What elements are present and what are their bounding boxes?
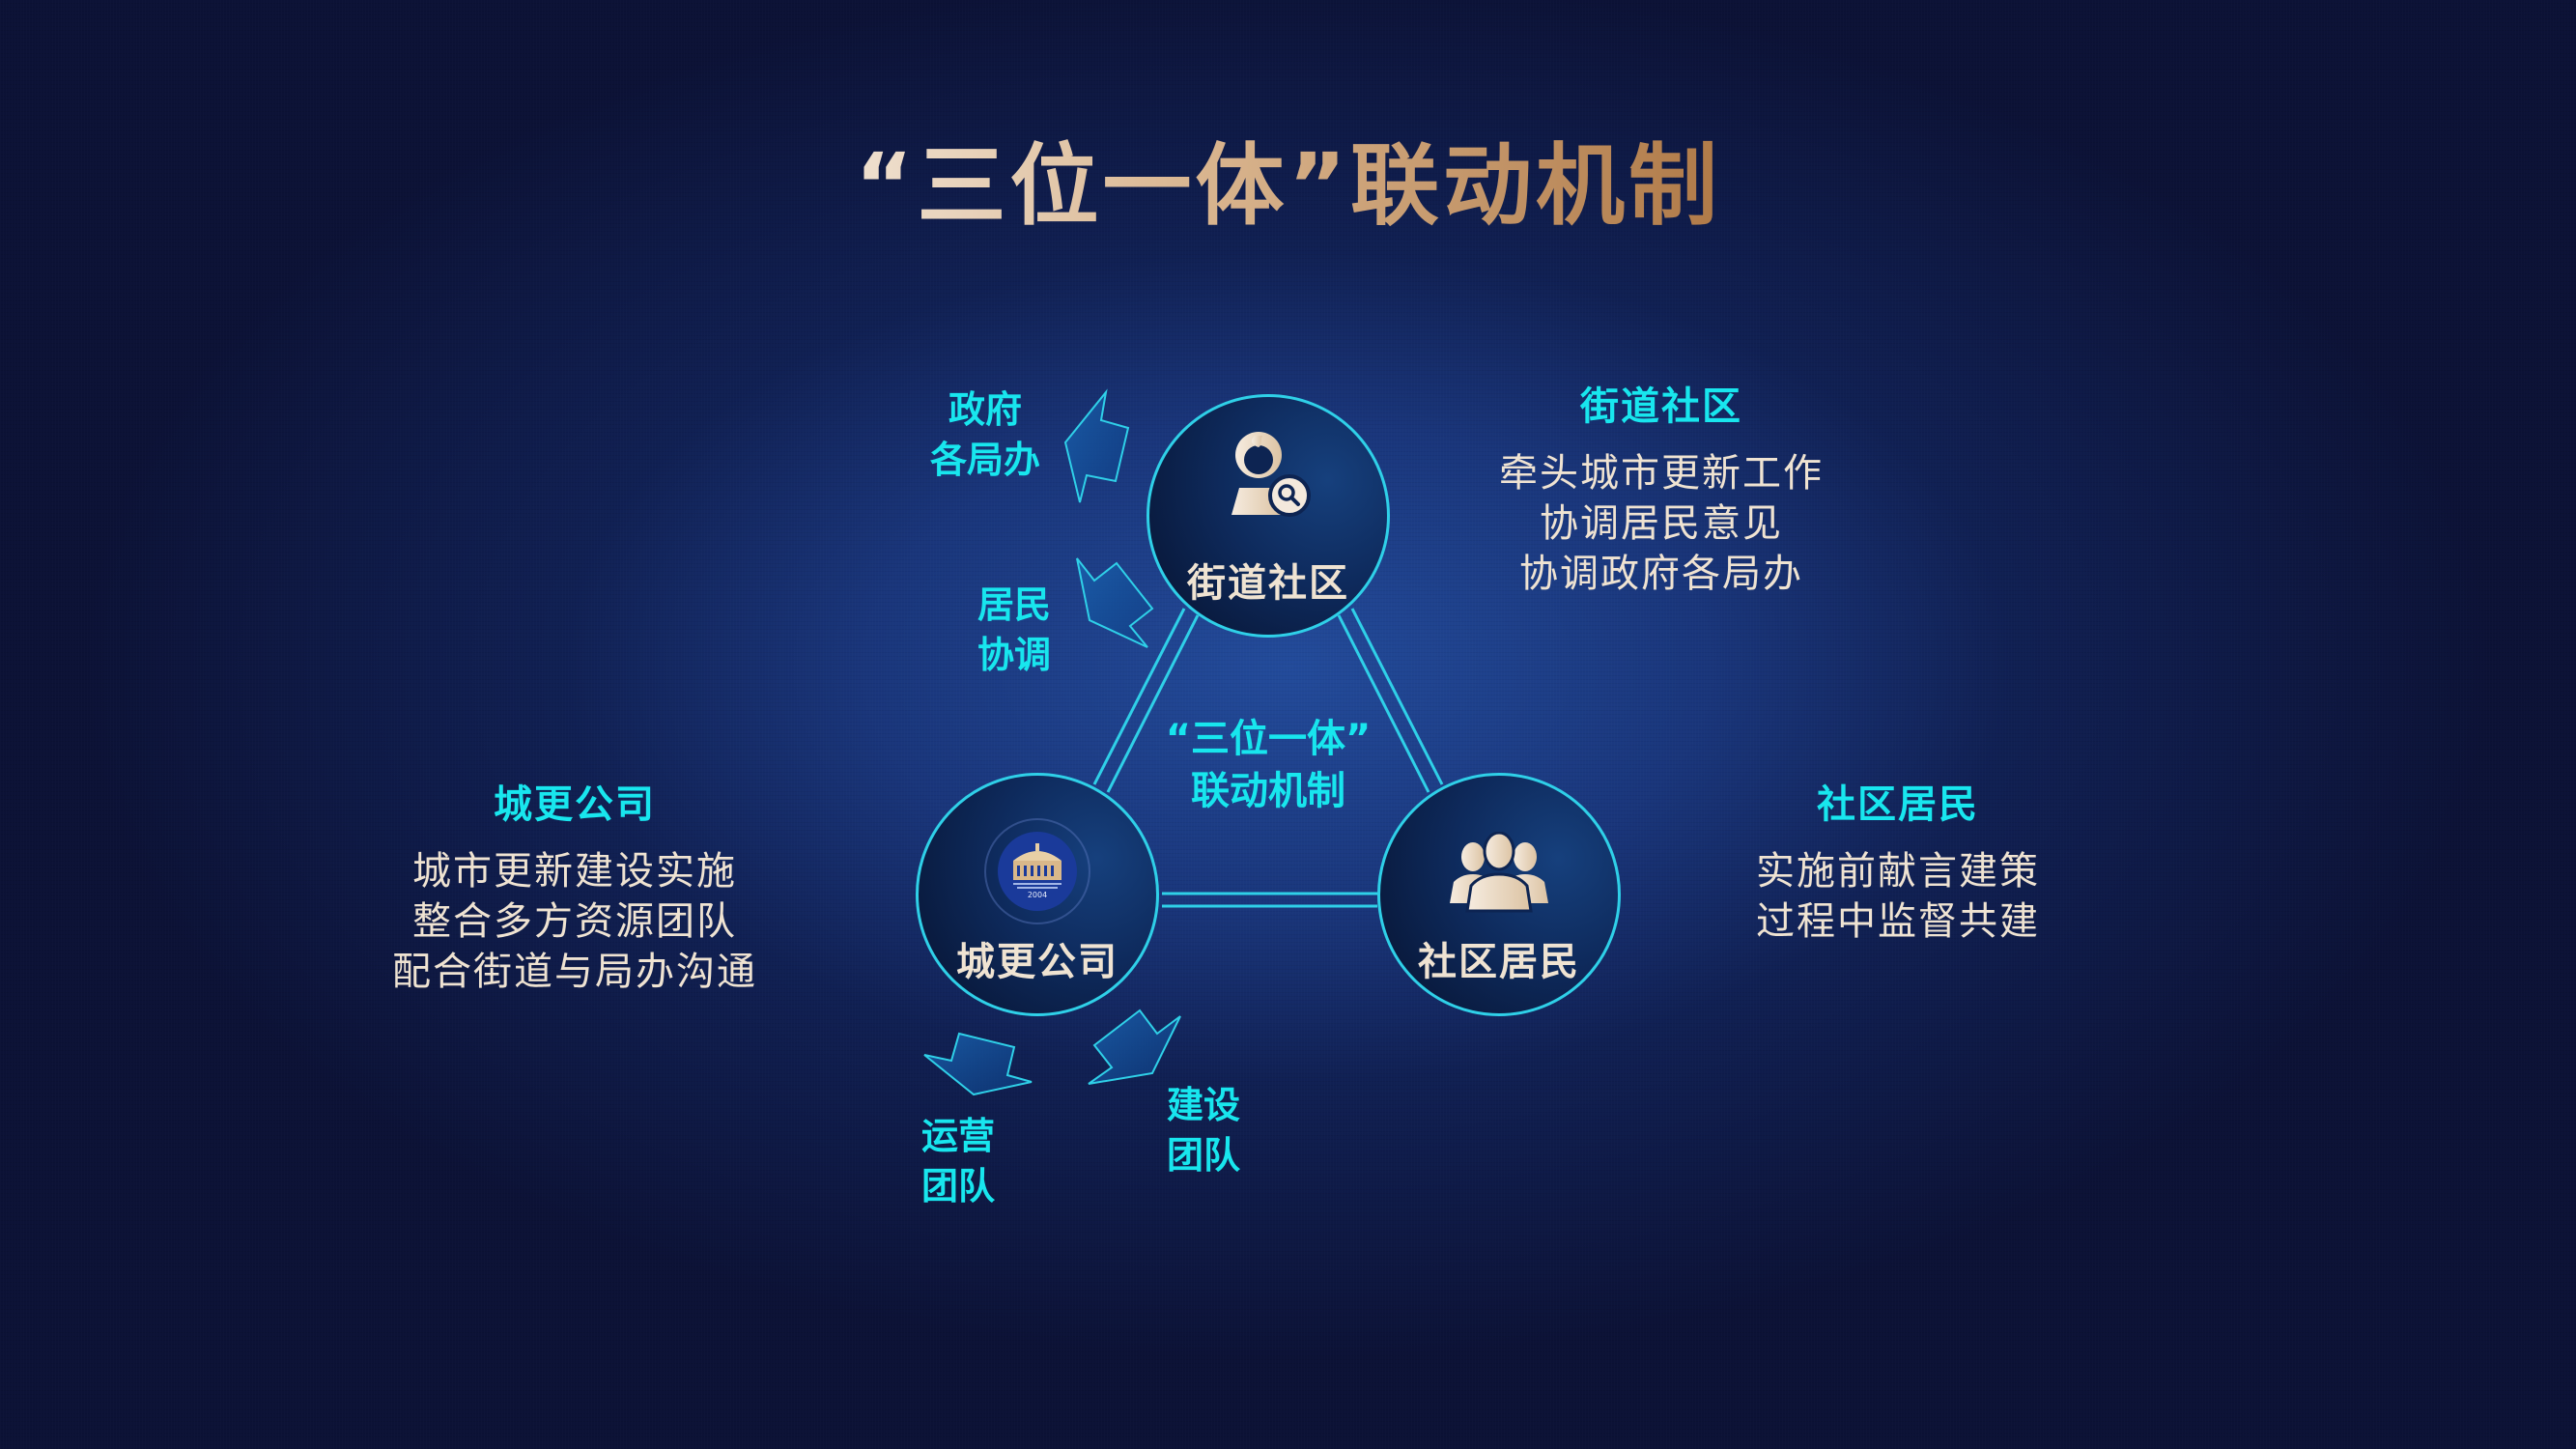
- node-residents: 社区居民: [1377, 773, 1621, 1016]
- company-logo-ring: [984, 818, 1090, 924]
- arrow-label-build-line1: 建设: [1166, 1084, 1240, 1126]
- arrow-label-resident-coord-line1: 居民: [977, 583, 1051, 626]
- arrow-label-gov: 政府 各局办: [913, 384, 1058, 485]
- arrow-ops-icon: [923, 1032, 1033, 1096]
- node-street-label: 街道社区: [1187, 561, 1349, 606]
- arrow-label-gov-line2: 各局办: [929, 439, 1040, 481]
- arrow-label-ops-line1: 运营: [920, 1115, 995, 1157]
- page-title: “三位一体”联动机制: [855, 114, 1721, 242]
- arrow-gov-icon: [1063, 388, 1130, 503]
- arrow-label-build: 建设 团队: [1146, 1080, 1261, 1180]
- block-street: 街道社区 牵头城市更新工作 协调居民意见 协调政府各局办: [1468, 375, 1854, 599]
- node-residents-label: 社区居民: [1418, 940, 1580, 984]
- arrow-label-build-line2: 团队: [1166, 1134, 1240, 1177]
- block-residents-heading: 社区居民: [1817, 782, 1979, 827]
- node-street: 街道社区: [1146, 394, 1390, 638]
- arrow-label-gov-line1: 政府: [948, 388, 1022, 431]
- arrow-label-resident-coord-line2: 协调: [977, 634, 1051, 676]
- block-company-line: 配合街道与局办沟通: [392, 950, 757, 994]
- edge-company-residents: [1162, 892, 1377, 908]
- edge-street-residents: [1337, 608, 1444, 793]
- block-street-heading: 街道社区: [1580, 384, 1742, 429]
- arrow-label-resident-coord: 居民 协调: [956, 580, 1072, 680]
- company-logo: 2004: [998, 832, 1077, 911]
- block-company-line: 整合多方资源团队: [412, 899, 737, 944]
- node-company-label: 城更公司: [956, 940, 1118, 984]
- user-search-icon: [1231, 432, 1311, 517]
- center-label-line1: “三位一体”: [1165, 717, 1372, 761]
- arrow-build-icon: [1088, 1009, 1181, 1085]
- arrow-label-ops: 运营 团队: [900, 1111, 1016, 1211]
- block-residents-line: 过程中监督共建: [1756, 899, 2040, 944]
- group-people-icon: [1450, 832, 1548, 913]
- block-street-line: 牵头城市更新工作: [1499, 451, 1824, 496]
- arrow-label-ops-line2: 团队: [920, 1165, 995, 1208]
- center-label-line2: 联动机制: [1191, 769, 1345, 813]
- arrow-resident-coord-icon: [1076, 557, 1154, 648]
- edge-street-company: [1092, 608, 1200, 793]
- block-street-line: 协调政府各局办: [1519, 552, 1803, 596]
- block-company-heading: 城更公司: [494, 782, 656, 827]
- block-company: 城更公司 城市更新建设实施 整合多方资源团队 配合街道与局办沟通: [367, 773, 782, 997]
- node-company: 2004 城更公司: [916, 773, 1159, 1016]
- block-street-line: 协调居民意见: [1540, 501, 1783, 546]
- logo-year: 2004: [1027, 891, 1048, 899]
- block-residents: 社区居民 实施前献言建策 过程中监督共建: [1719, 773, 2077, 947]
- block-residents-line: 实施前献言建策: [1756, 849, 2040, 894]
- title-container: “三位一体”联动机制: [0, 114, 2576, 242]
- block-company-line: 城市更新建设实施: [412, 849, 737, 894]
- building-icon: [1013, 843, 1062, 889]
- center-label: “三位一体” 联动机制: [1075, 713, 1461, 817]
